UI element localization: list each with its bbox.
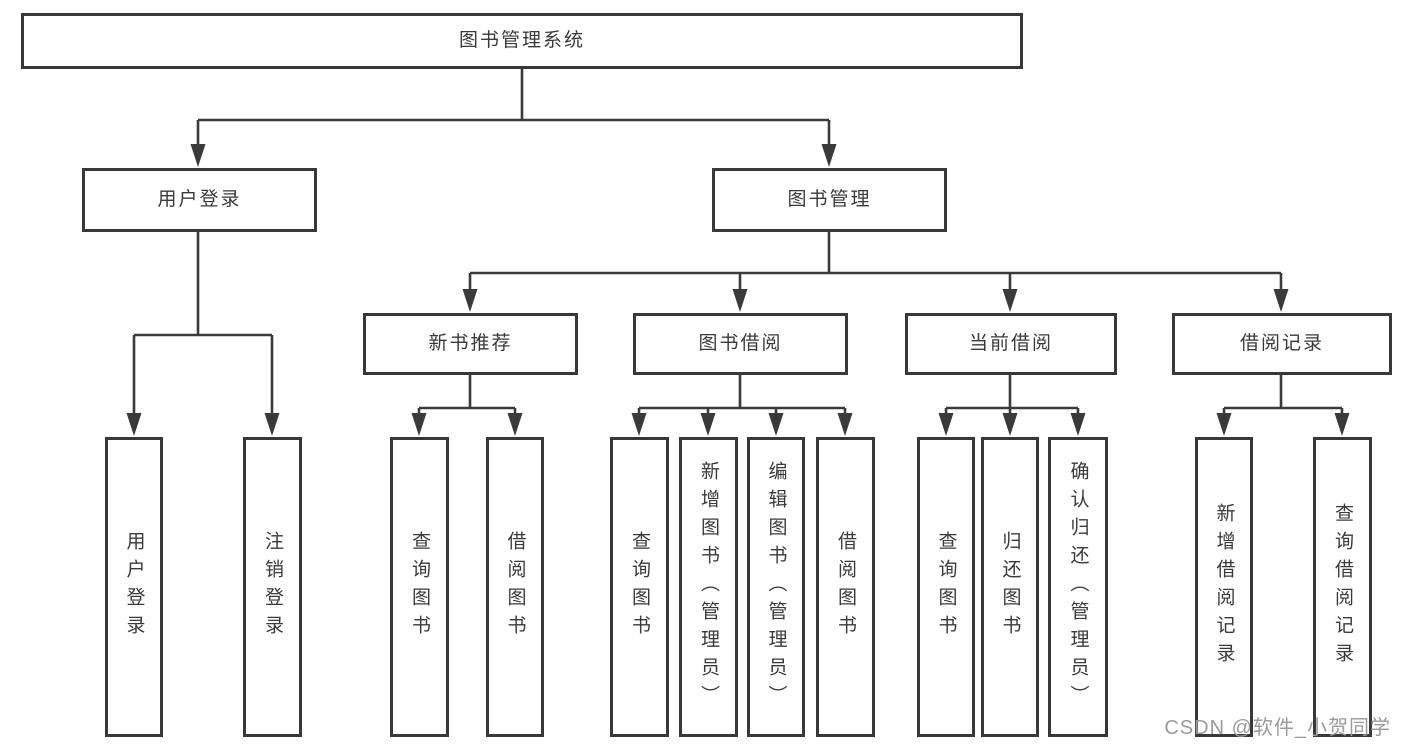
leaf-query-borrow-record-label: 查询借阅记录 — [1332, 503, 1353, 671]
node-new-book-recommend-label: 新书推荐 — [428, 332, 513, 354]
leaf-return-books: 归还图书 — [981, 437, 1039, 737]
node-borrow-records: 借阅记录 — [1172, 313, 1392, 375]
leaf-edit-books-admin-label: 编辑图书（管理员） — [765, 461, 787, 713]
leaf-query-borrow-record: 查询借阅记录 — [1313, 437, 1372, 737]
node-book-management-label: 图书管理 — [787, 188, 872, 210]
leaf-add-borrow-record: 新增借阅记录 — [1195, 437, 1253, 737]
leaf-borrow-books-label: 借阅图书 — [835, 531, 856, 643]
leaf-recommend-borrow-books-label: 借阅图书 — [504, 531, 526, 643]
arrowheads — [126, 144, 1350, 436]
node-borrow-records-label: 借阅记录 — [1239, 332, 1324, 354]
leaf-borrow-query-books-label: 查询图书 — [629, 531, 650, 643]
leaf-recommend-borrow-books: 借阅图书 — [486, 437, 544, 737]
node-user-login: 用户登录 — [82, 168, 317, 232]
leaf-borrow-books: 借阅图书 — [816, 437, 875, 737]
leaf-confirm-return-admin-label: 确认归还（管理员） — [1067, 461, 1089, 713]
leaf-add-books-admin-label: 新增图书（管理员） — [698, 461, 719, 713]
leaf-recommend-query-books-label: 查询图书 — [409, 531, 430, 643]
leaf-logout: 注销登录 — [243, 437, 302, 737]
leaf-user-login: 用户登录 — [105, 437, 163, 737]
leaf-return-books-label: 归还图书 — [999, 531, 1021, 643]
leaf-borrow-query-books: 查询图书 — [610, 437, 669, 737]
node-current-borrow: 当前借阅 — [905, 313, 1117, 375]
node-book-borrow-label: 图书借阅 — [698, 332, 783, 354]
leaf-add-books-admin: 新增图书（管理员） — [679, 437, 738, 737]
leaf-confirm-return-admin: 确认归还（管理员） — [1048, 437, 1108, 737]
csdn-watermark: CSDN @软件_小贺同学 — [1164, 717, 1391, 739]
leaf-logout-label: 注销登录 — [262, 531, 283, 643]
leaf-recommend-query-books: 查询图书 — [390, 437, 449, 737]
leaf-edit-books-admin: 编辑图书（管理员） — [747, 437, 805, 737]
node-user-login-label: 用户登录 — [157, 188, 242, 210]
leaf-user-login-label: 用户登录 — [123, 531, 145, 643]
node-current-borrow-label: 当前借阅 — [968, 332, 1053, 354]
node-book-borrow: 图书借阅 — [633, 313, 848, 375]
leaf-current-query-books-label: 查询图书 — [935, 531, 957, 643]
node-library-system: 图书管理系统 — [21, 13, 1023, 69]
leaf-add-borrow-record-label: 新增借阅记录 — [1213, 503, 1235, 671]
node-library-system-label: 图书管理系统 — [458, 29, 585, 51]
leaf-current-query-books: 查询图书 — [917, 437, 975, 737]
node-book-management: 图书管理 — [712, 168, 947, 232]
node-new-book-recommend: 新书推荐 — [363, 313, 578, 375]
